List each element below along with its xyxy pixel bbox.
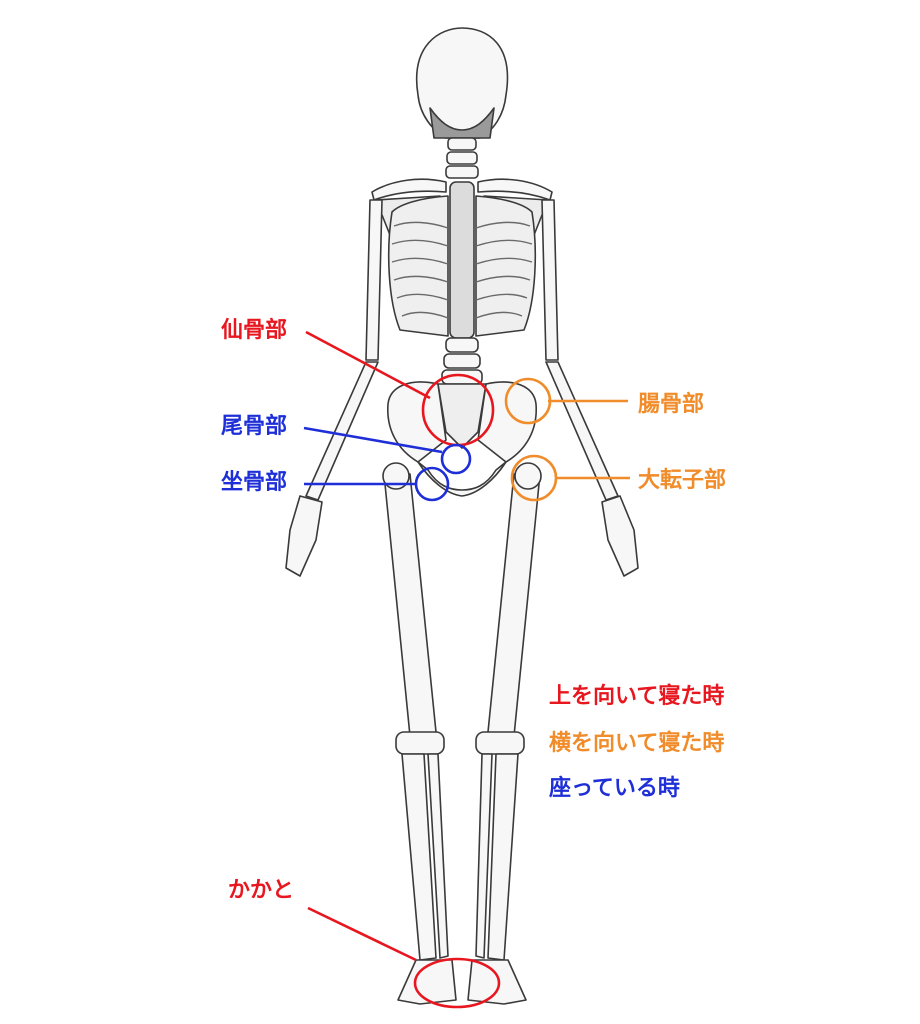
legend-lateral: 横を向いて寝た時 (549, 731, 725, 756)
cervical-vertebra (445, 165, 479, 179)
ilium-marker (504, 377, 552, 425)
coccyx-label: 尾骨部 (221, 414, 288, 439)
trochanter-marker (510, 454, 558, 502)
legend-supine: 上を向いて寝た時 (549, 684, 725, 709)
left-fibula (427, 753, 449, 959)
ilium-label: 腸骨部 (638, 392, 705, 417)
sacrum-leader (305, 330, 431, 400)
ischium-marker (414, 466, 450, 502)
left-forearm (305, 361, 379, 501)
sacrum (437, 383, 487, 449)
trochanter-label: 大転子部 (638, 468, 727, 493)
left-femur-head (382, 462, 410, 490)
left-tibia (401, 753, 437, 961)
right-hand (601, 495, 639, 577)
right-humerus (541, 199, 559, 361)
rib-cage (387, 195, 537, 337)
left-humerus (365, 199, 383, 361)
heel-leader (307, 906, 417, 962)
jaw-shadow (429, 107, 495, 139)
legend-sitting: 座っている時 (549, 776, 680, 801)
ischium-label: 坐骨部 (221, 470, 288, 495)
sacrum-marker (421, 373, 495, 447)
left-ilium (387, 381, 447, 463)
lumbar-vertebra (445, 337, 479, 353)
right-fibula (475, 753, 493, 959)
cervical-vertebra (447, 137, 477, 151)
coccyx-leader (303, 426, 443, 454)
right-femur-head (514, 462, 542, 490)
sacrum-label: 仙骨部 (221, 318, 288, 343)
heel-label: かかと (228, 878, 295, 903)
lumbar-vertebra (443, 353, 481, 369)
coccyx-marker (440, 443, 472, 475)
right-foot (467, 959, 527, 1005)
heel-marker (413, 957, 501, 1009)
left-hand (285, 495, 323, 577)
cervical-vertebra (446, 151, 478, 165)
